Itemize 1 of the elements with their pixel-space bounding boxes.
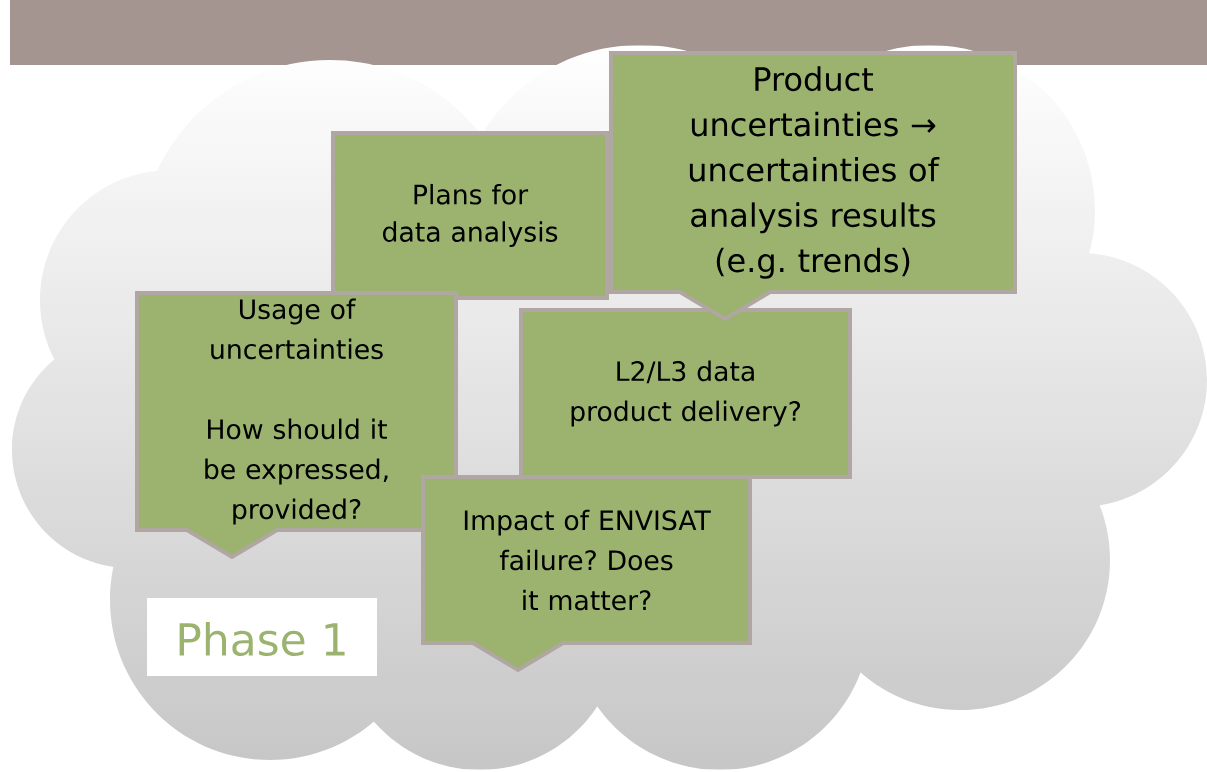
phase-label: Phase 1 — [147, 598, 377, 676]
